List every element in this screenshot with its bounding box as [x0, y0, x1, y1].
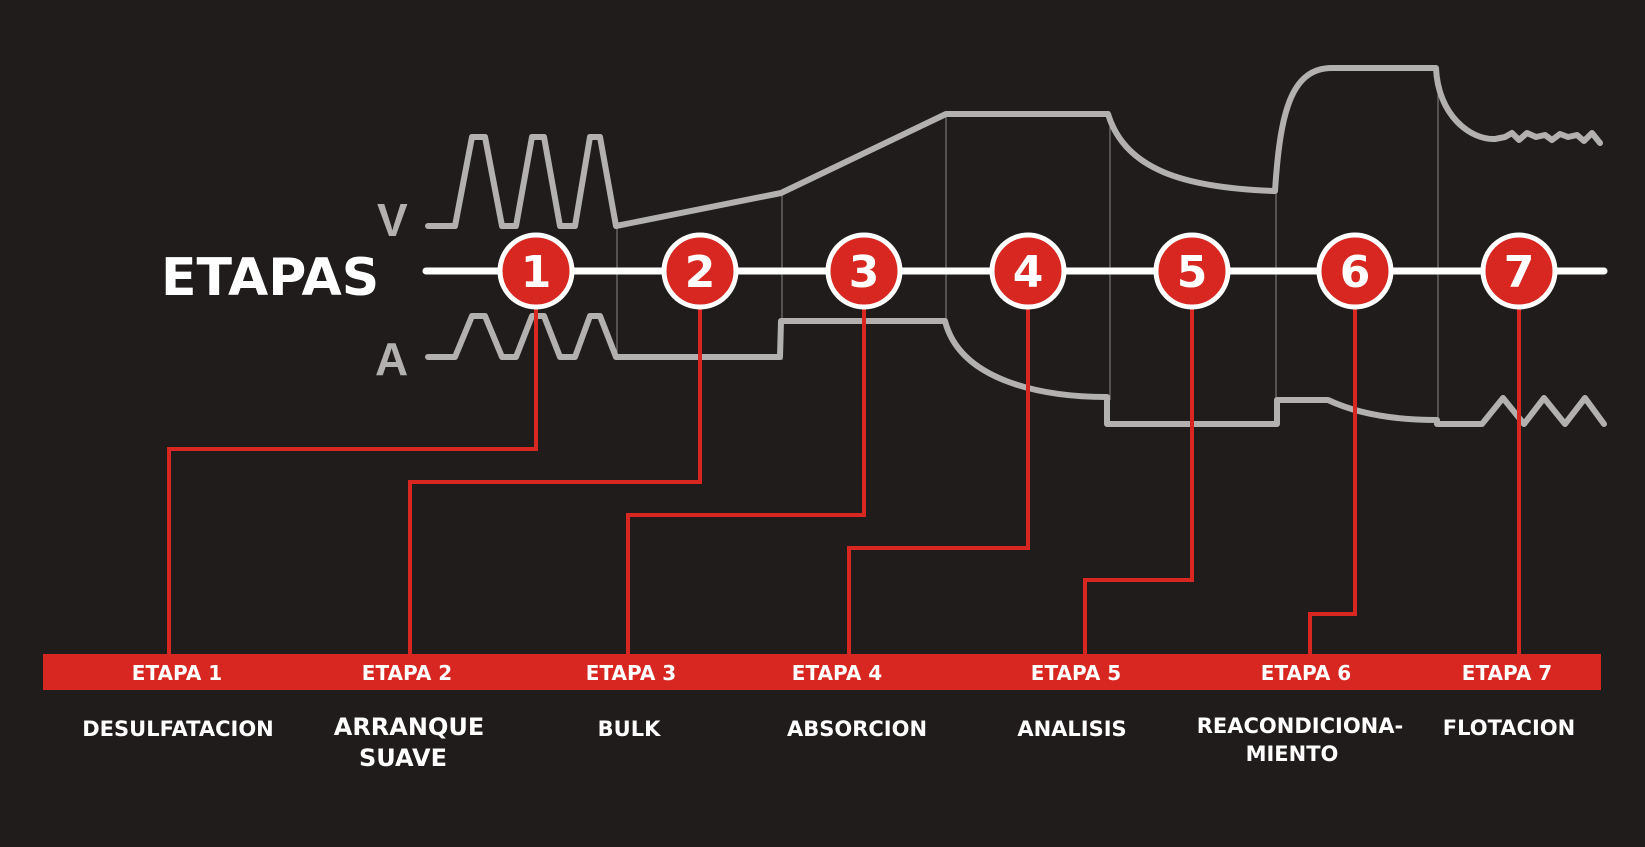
band-label-4: ETAPA 4 [792, 661, 882, 685]
stage-badges: 1 2 3 4 5 6 7 [497, 232, 1558, 310]
stage-names: DESULFATACION ARRANQUE SUAVE BULK ABSORC… [82, 713, 1575, 772]
band-labels: ETAPA 1 ETAPA 2 ETAPA 3 ETAPA 4 ETAPA 5 … [132, 661, 1552, 685]
band-label-1: ETAPA 1 [132, 661, 222, 685]
leader-line-3 [626, 271, 866, 660]
stage-badge-7: 7 [1480, 232, 1558, 310]
leader-line-4 [847, 271, 1030, 660]
stage-badge-2: 2 [661, 232, 739, 310]
leader-line-1 [167, 271, 538, 660]
stage-name-1: DESULFATACION [82, 717, 274, 741]
band-label-7: ETAPA 7 [1462, 661, 1552, 685]
stage-dividers [616, 68, 1439, 420]
leader-line-2 [408, 271, 702, 660]
stage-name-6-line-1: REACONDICIONA- [1197, 714, 1403, 738]
current-axis-label: A [375, 333, 408, 385]
band-label-2: ETAPA 2 [362, 661, 452, 685]
stage-number: 2 [685, 247, 716, 298]
diagram-title: ETAPAS [161, 248, 379, 308]
stage-badge-3: 3 [825, 232, 903, 310]
stage-name-6-line-2: MIENTO [1246, 742, 1339, 766]
stage-name-5: ANALISIS [1017, 717, 1126, 741]
stage-number: 6 [1340, 247, 1371, 298]
stage-number: 3 [849, 247, 880, 298]
stage-badge-4: 4 [989, 232, 1067, 310]
stage-name-7: FLOTACION [1443, 716, 1575, 740]
stage-band [43, 654, 1601, 690]
voltage-axis-label: V [377, 194, 408, 246]
stage-badge-5: 5 [1153, 232, 1231, 310]
stage-number: 5 [1177, 247, 1208, 298]
stage-name-2-line-2: SUAVE [359, 744, 447, 772]
band-label-5: ETAPA 5 [1031, 661, 1121, 685]
stage-name-4: ABSORCION [787, 717, 927, 741]
stage-number: 4 [1013, 247, 1044, 298]
stage-number: 1 [521, 247, 552, 298]
stage-number: 7 [1504, 247, 1535, 298]
stage-name-3: BULK [598, 717, 661, 741]
current-curve [425, 313, 1607, 427]
band-label-3: ETAPA 3 [586, 661, 676, 685]
stage-badge-1: 1 [497, 232, 575, 310]
band-label-6: ETAPA 6 [1261, 661, 1351, 685]
leader-lines [167, 271, 1521, 660]
leader-line-6 [1308, 271, 1357, 660]
leader-line-5 [1083, 271, 1194, 660]
stage-name-2-line-1: ARRANQUE [334, 713, 484, 741]
stage-badge-6: 6 [1316, 232, 1394, 310]
voltage-curve [425, 65, 1603, 229]
